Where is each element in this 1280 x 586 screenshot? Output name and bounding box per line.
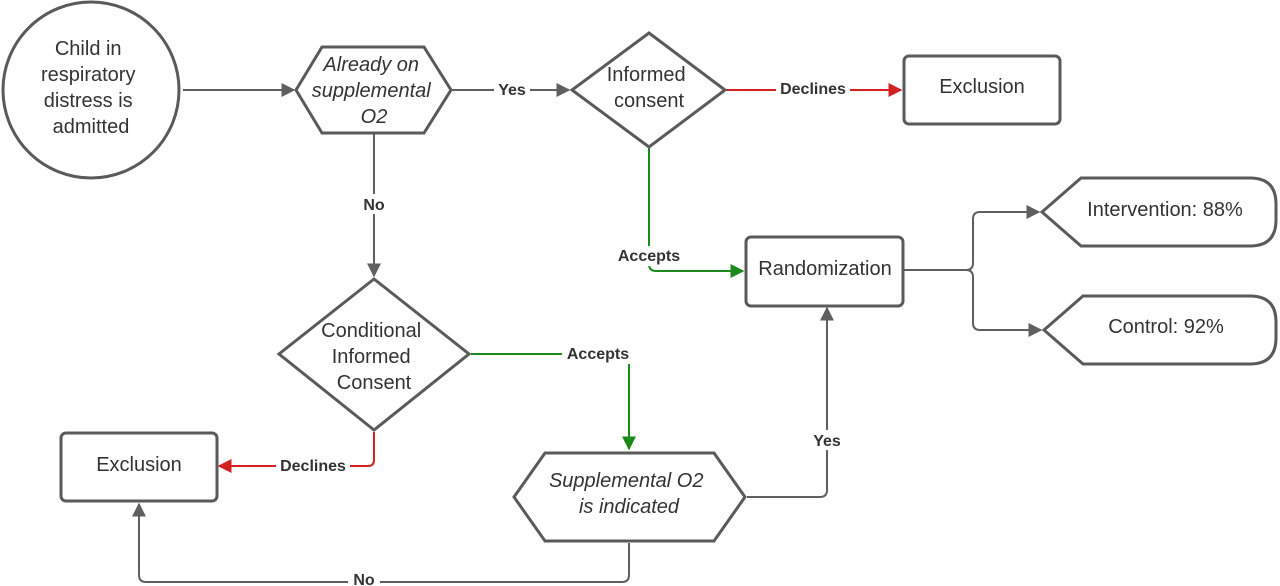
node-exclusion-top-label: Exclusion xyxy=(939,76,1025,98)
edge-label-accepts-bottom: Accepts xyxy=(567,346,629,363)
node-control-label: Control: 92% xyxy=(1108,316,1224,338)
connectors xyxy=(132,83,1043,583)
edge-to-intervention xyxy=(904,205,1041,271)
node-informed-consent-label: Informed consent xyxy=(607,64,692,112)
node-intervention: Intervention: 88% xyxy=(1039,176,1278,248)
edge-no-bottom xyxy=(132,502,630,583)
edge-label-yes-right: Yes xyxy=(813,433,841,450)
edge-label-declines-top: Declines xyxy=(780,81,846,98)
node-conditional-consent: Conditional Informed Consent xyxy=(276,277,472,432)
node-already-on-o2: Already on supplemental O2 xyxy=(294,45,453,135)
edge-accepts-bottom xyxy=(471,353,636,451)
edge-label-no-left: No xyxy=(363,197,385,214)
node-randomization-label: Randomization xyxy=(758,258,891,280)
edge-yes-right xyxy=(747,306,834,498)
edge-label-no-bottom: No xyxy=(353,572,375,586)
edge-labels: Yes Declines No Accepts Accepts Declines… xyxy=(276,80,850,586)
edge-declines-bottom xyxy=(217,432,375,473)
edge-to-control xyxy=(904,269,1043,337)
node-control: Control: 92% xyxy=(1041,294,1278,366)
node-informed-consent: Informed consent xyxy=(569,31,728,149)
edge-label-accepts-top: Accepts xyxy=(618,248,680,265)
node-exclusion-bottom: Exclusion xyxy=(59,431,219,503)
node-already-on-o2-label: Already on supplemental O2 xyxy=(312,54,437,128)
node-exclusion-bottom-label: Exclusion xyxy=(96,454,182,476)
edge-label-yes-top: Yes xyxy=(498,82,526,99)
node-exclusion-top: Exclusion xyxy=(902,54,1062,126)
node-o2-indicated: Supplemental O2 is indicated xyxy=(512,451,747,543)
node-randomization: Randomization xyxy=(744,235,905,308)
edge-label-declines-bottom: Declines xyxy=(280,458,346,475)
node-start: Child in respiratory distress is admitte… xyxy=(1,0,181,180)
node-conditional-consent-label: Conditional Informed Consent xyxy=(321,320,427,394)
node-o2-indicated-label: Supplemental O2 is indicated xyxy=(549,470,709,518)
node-intervention-label: Intervention: 88% xyxy=(1087,199,1243,221)
node-start-label: Child in respiratory distress is admitte… xyxy=(41,38,141,138)
